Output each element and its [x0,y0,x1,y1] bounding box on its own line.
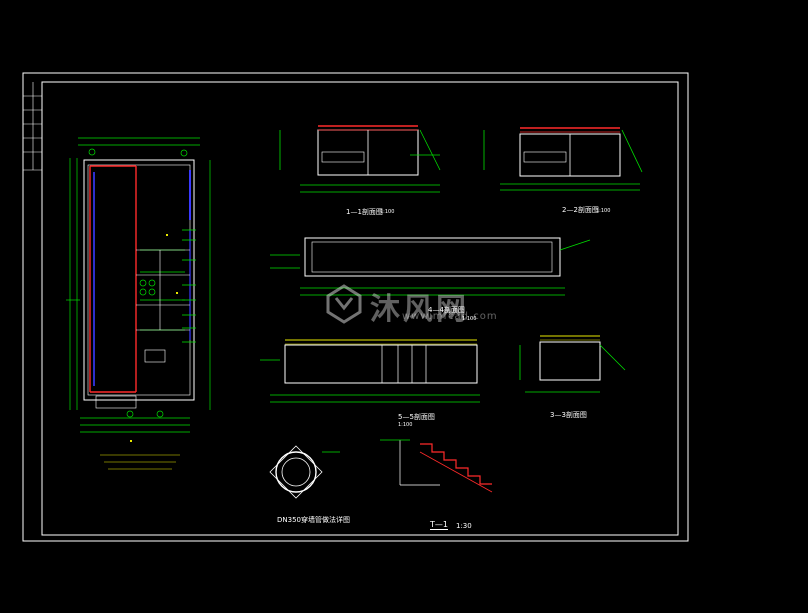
section-1-1 [279,125,441,193]
inner-drawing-frame [41,81,679,536]
pipe-detail-title: DN350穿墙管做法详图 [277,516,350,524]
section-2-2-title: 2—2剖面图 [562,206,599,214]
section-5-5 [260,339,480,403]
watermark-logo [326,284,362,324]
watermark-url: www.mfcad.com [402,311,498,322]
watermark-brand: 沐风网 [370,292,469,327]
section-4-4-title: 4—4剖面图 [428,306,465,314]
section-3-3-title: 3—3剖面图 [550,411,587,419]
section-4-4 [270,237,591,296]
stair-detail [380,439,493,493]
section-4-4-scale: 1:100 [462,316,477,322]
outer-sheet-frame [22,72,689,542]
section-5-5-scale: 1:100 [398,422,413,428]
section-2-2-scale: 1:100 [596,208,611,214]
title-strip [23,82,42,171]
plan-view [66,137,211,470]
section-3-3 [519,335,626,393]
section-5-5-title: 5—5剖面图 [398,413,435,421]
section-1-1-title: 1—1剖面图 [346,208,383,216]
section-2-2 [483,127,643,191]
pipe-detail [269,445,340,499]
section-1-1-scale: 1:100 [380,209,395,215]
stair-detail-title: T—1 [430,520,448,530]
stair-detail-scale: 1:30 [456,522,472,530]
